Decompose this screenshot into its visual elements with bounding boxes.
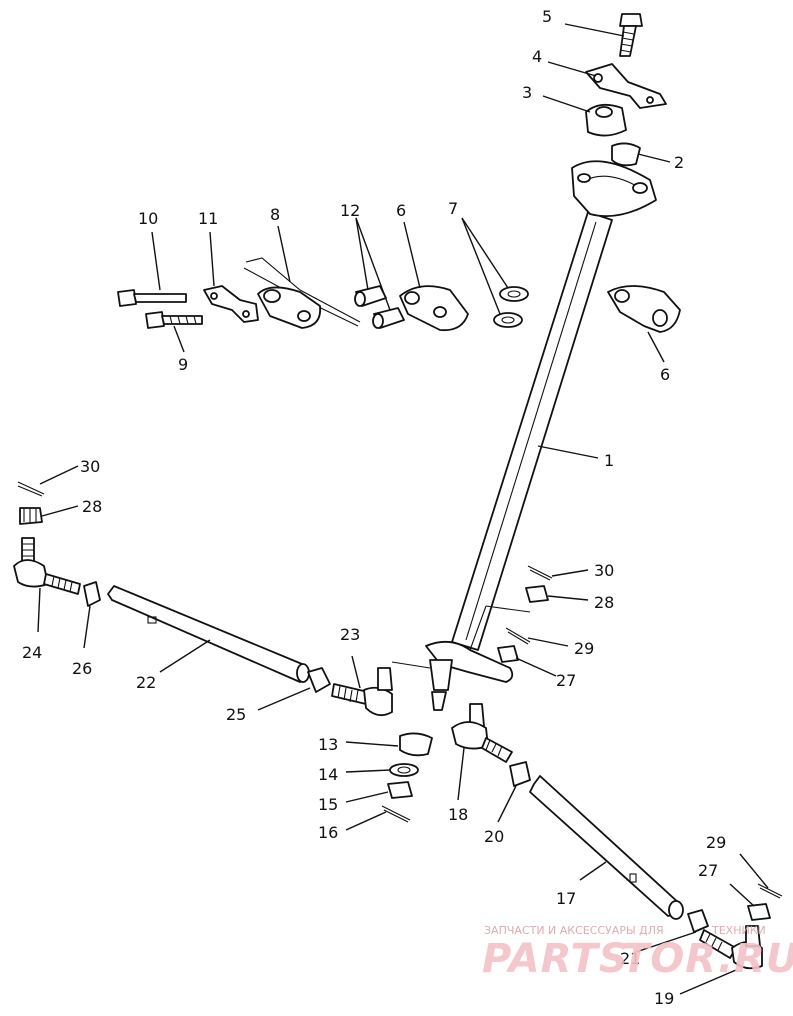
label-2: 2	[674, 153, 684, 172]
tie-rod-end-right-inner	[451, 703, 513, 763]
label-15: 15	[318, 795, 338, 814]
watermark: ЗАПЧАСТИ И АКСЕССУАРЫ ДЛЯ ТЕХНИКИ PARTS …	[482, 924, 793, 982]
label-19: 19	[654, 989, 674, 1008]
mounting-plate	[203, 285, 259, 323]
tie-rod-left	[107, 585, 310, 683]
label-28-right: 28	[594, 593, 614, 612]
left-clamp	[399, 285, 469, 332]
tie-rod-end-right-outer	[699, 925, 763, 970]
label-18: 18	[448, 805, 468, 824]
label-6-right: 6	[660, 365, 670, 384]
label-12: 12	[340, 201, 360, 220]
tie-rod-end-center	[331, 667, 393, 717]
cotter-pin-center	[381, 805, 411, 823]
label-17: 17	[556, 889, 576, 908]
tie-rod-end-left	[13, 537, 81, 595]
label-7: 7	[448, 199, 458, 218]
label-4: 4	[532, 47, 542, 66]
label-22: 22	[136, 673, 156, 692]
label-3: 3	[522, 83, 532, 102]
label-6-left: 6	[396, 201, 406, 220]
label-16: 16	[318, 823, 338, 842]
label-27-lower: 27	[698, 861, 718, 880]
top-bolt	[619, 13, 643, 57]
clamp-block	[585, 103, 627, 137]
castle-nut-shaft-lower	[497, 645, 519, 663]
right-clamp	[607, 285, 681, 333]
leader-lines	[37, 23, 769, 995]
steering-shaft	[391, 160, 657, 711]
watermark-tagline: ЗАПЧАСТИ И АКСЕССУАРЫ ДЛЯ	[484, 924, 664, 937]
label-9: 9	[178, 355, 188, 374]
label-14: 14	[318, 765, 338, 784]
label-30-left: 30	[80, 457, 100, 476]
label-21: 21	[620, 949, 640, 968]
label-26: 26	[72, 659, 92, 678]
callout-labels: 5 4 3 2 1 6 10 11 8 12 6 7 9 30 28 24 26…	[22, 7, 726, 1008]
label-27-upper: 27	[556, 671, 576, 690]
watermark-brand-tail: TOR.RU	[622, 936, 793, 982]
bushing	[611, 142, 641, 167]
label-23: 23	[340, 625, 360, 644]
nut-right-outer	[687, 909, 709, 933]
bushings	[354, 285, 405, 329]
lever-arm	[243, 257, 361, 329]
label-11: 11	[198, 209, 218, 228]
washers	[493, 286, 529, 328]
castle-nut-right	[747, 903, 771, 921]
bolt-long	[117, 289, 187, 307]
label-1: 1	[604, 451, 614, 470]
watermark-tagline-end: ТЕХНИКИ	[711, 924, 766, 937]
label-13: 13	[318, 735, 338, 754]
washer-center	[389, 763, 419, 777]
tie-rod-right	[529, 775, 684, 920]
upper-bracket	[585, 63, 667, 109]
spacer	[399, 732, 433, 757]
castle-nut-center	[387, 781, 413, 799]
cotter-pin-left	[17, 481, 45, 497]
bolt-short	[145, 311, 203, 329]
castle-nut-shaft	[525, 585, 549, 603]
label-20: 20	[484, 827, 504, 846]
cotter-pin-right	[757, 883, 783, 899]
label-30-right: 30	[594, 561, 614, 580]
label-5: 5	[542, 7, 552, 26]
label-10: 10	[138, 209, 158, 228]
label-28-left: 28	[82, 497, 102, 516]
watermark-brand: PARTS	[482, 936, 629, 982]
cotter-pin-shaft	[527, 565, 553, 581]
label-24: 24	[22, 643, 42, 662]
nut-center	[307, 667, 331, 693]
castle-nut-left	[19, 507, 43, 525]
nut-right	[509, 761, 531, 787]
label-29-lower: 29	[706, 833, 726, 852]
label-25: 25	[226, 705, 246, 724]
label-8: 8	[270, 205, 280, 224]
label-29-upper: 29	[574, 639, 594, 658]
nut-left	[83, 581, 101, 607]
cotter-pin-shaft-lower	[505, 627, 531, 645]
